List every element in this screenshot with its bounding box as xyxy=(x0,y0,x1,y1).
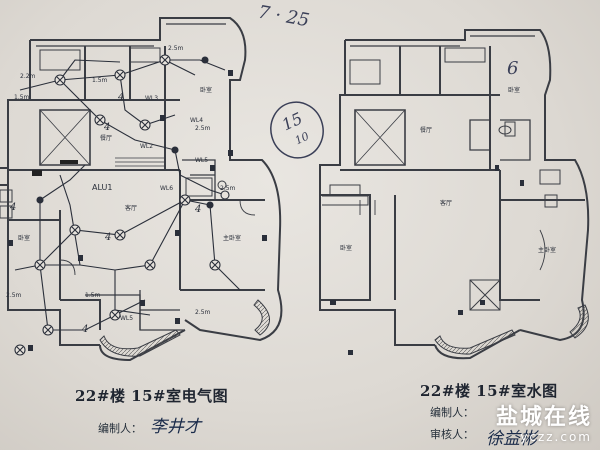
plan-label-dining-b: 餐厅 xyxy=(420,126,432,134)
water-plan-title: 22#楼 15#室水图 xyxy=(420,382,558,400)
electric-plan-title: 22#楼 15#室电气图 xyxy=(75,387,229,405)
plan-label-living: 客厅 xyxy=(125,204,137,212)
editor-label-left: 编制人： xyxy=(98,422,142,435)
plan-label-master: 主卧室 xyxy=(223,234,241,242)
plan-label-dining: 餐厅 xyxy=(100,134,112,142)
plan-label-wl2: WL2 xyxy=(140,143,153,150)
plan-label-dim-22m: 2.2m xyxy=(20,73,36,80)
plan-label-bedroom-d: 卧室 xyxy=(340,244,352,252)
plan-label-wl5: WL5 xyxy=(195,157,208,164)
circuit-4-b: 4 xyxy=(103,122,110,133)
plan-label-bedroom-b: 卧室 xyxy=(18,234,30,242)
plan-label-master-b: 主卧室 xyxy=(538,246,556,254)
plan-label-dim-25m-b: 2.5m xyxy=(195,125,211,132)
plan-label-dim-15m-b: 1.5m xyxy=(14,94,30,101)
electric-plan xyxy=(0,17,283,362)
reviewer-label-right: 审核人： xyxy=(430,428,474,441)
plan-label-alu1: ALU1 xyxy=(92,183,112,192)
plan-label-dim-15m-a: 1.5m xyxy=(92,77,108,84)
plan-label-wl6: WL6 xyxy=(160,185,173,192)
circuit-4-f: 4 xyxy=(81,324,88,335)
editor-signature-left: 李井才 xyxy=(150,417,201,437)
site-watermark: 盐城在线 yczz.com xyxy=(495,405,592,445)
circuit-4-d: 4 xyxy=(194,204,201,215)
watermark-url: yczz.com xyxy=(520,430,592,444)
number-six-mark: 6 xyxy=(507,58,519,79)
plan-label-dim-25m-a: 2.5m xyxy=(168,45,184,52)
plan-label-wl5-b: WL5 xyxy=(120,315,133,322)
watermark-brand: 盐城在线 xyxy=(495,405,592,430)
plan-label-wl4: WL4 xyxy=(190,117,203,124)
circuit-4-c: 4 xyxy=(104,232,111,243)
plan-label-wl3: WL3 xyxy=(145,95,158,102)
plan-label-dim-25m-c: 2.5m xyxy=(6,292,22,299)
editor-signature-right: 徐益彬 xyxy=(486,429,537,449)
editor-label-right: 编制人： xyxy=(430,406,474,419)
plan-label-bedroom-c: 卧室 xyxy=(508,86,520,94)
circuit-4-a: 4 xyxy=(117,92,124,103)
plan-label-living-b: 客厅 xyxy=(440,199,452,207)
plan-label-bedroom-a: 卧室 xyxy=(200,86,212,94)
plan-label-dim-15m-c: 1.5m xyxy=(85,292,101,299)
water-plan xyxy=(319,29,590,360)
circuit-4-e: 4 xyxy=(9,202,16,213)
plan-label-dim-25m-e: 2.5m xyxy=(220,185,236,192)
circled-annotation xyxy=(270,101,324,159)
plan-label-dim-25m-d: 2.5m xyxy=(195,309,211,316)
